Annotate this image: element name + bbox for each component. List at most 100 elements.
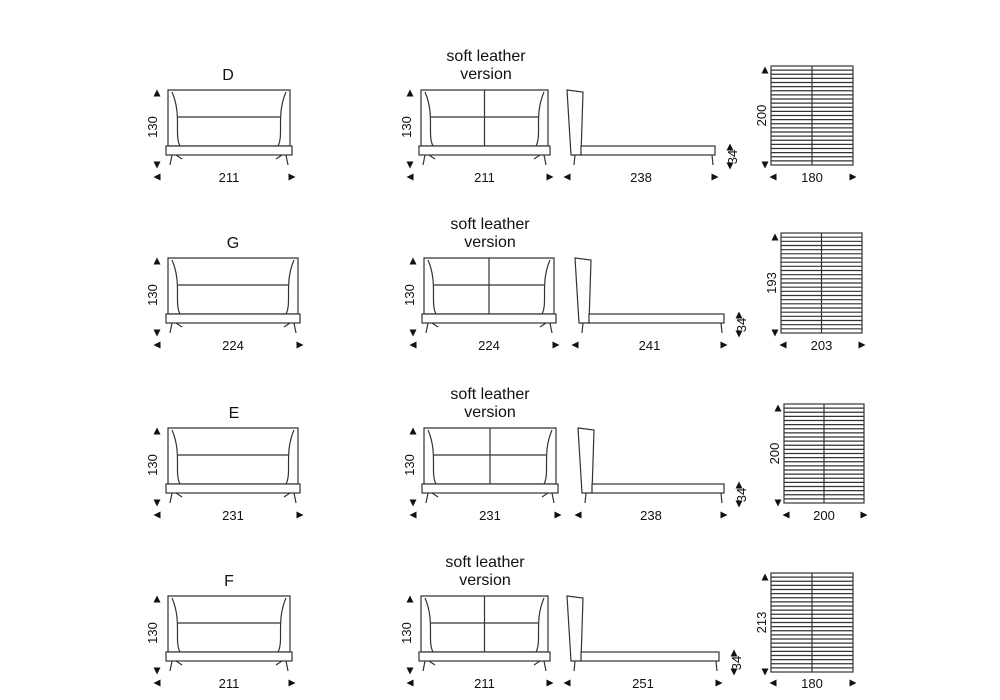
slat-width-dimension: 200	[813, 508, 835, 523]
wing-left	[424, 91, 434, 147]
dimension-arrow-icon	[771, 233, 779, 241]
wing-right	[541, 259, 551, 315]
height-dimension: 130	[402, 454, 417, 476]
bed-frame	[421, 483, 559, 494]
dimension-arrow-icon	[406, 161, 414, 169]
bed-frame	[421, 313, 557, 324]
frame-height-dimension: 34	[725, 150, 740, 164]
dimension-arrow-icon	[849, 173, 857, 181]
dimension-arrow-icon	[409, 341, 417, 349]
dimension-arrow-icon	[730, 649, 738, 657]
legs	[425, 322, 553, 334]
dimension-arrow-icon	[735, 481, 743, 489]
wing-right	[277, 597, 287, 653]
slat-width-dimension: 180	[801, 170, 823, 185]
dimension-arrow-icon	[406, 173, 414, 181]
dimension-arrow-icon	[726, 162, 734, 170]
dimension-arrow-icon	[153, 427, 161, 435]
dimension-arrow-icon	[153, 89, 161, 97]
width-dimension: 211	[219, 676, 240, 691]
headboard-side	[566, 595, 584, 662]
dimension-arrow-icon	[288, 173, 296, 181]
legs	[422, 660, 547, 672]
dimension-arrow-icon	[771, 329, 779, 337]
dimension-arrow-icon	[153, 511, 161, 519]
dimension-arrow-icon	[711, 173, 719, 181]
dimension-arrow-icon	[761, 668, 769, 676]
slat-length-dimension: 200	[754, 105, 769, 127]
dimension-arrow-icon	[761, 161, 769, 169]
height-dimension: 130	[399, 622, 414, 644]
front-view	[153, 427, 304, 519]
dimension-arrow-icon	[409, 499, 417, 507]
version-title: version	[464, 234, 516, 251]
wing-right	[277, 91, 287, 147]
dimension-arrow-icon	[761, 66, 769, 74]
legs	[584, 492, 723, 504]
legs	[422, 154, 547, 166]
wing-right	[535, 91, 545, 147]
model-label: F	[224, 573, 234, 590]
front-view	[153, 89, 296, 181]
dimension-arrow-icon	[153, 341, 161, 349]
frame-height-dimension: 34	[729, 656, 744, 670]
dimension-arrow-icon	[409, 329, 417, 337]
dimension-arrow-icon	[774, 404, 782, 412]
dimension-arrow-icon	[571, 341, 579, 349]
dimension-arrow-icon	[720, 341, 728, 349]
bed-frame	[165, 145, 293, 156]
wing-left	[427, 259, 437, 315]
dimension-arrow-icon	[769, 679, 777, 687]
width-dimension: 231	[479, 508, 501, 523]
length-dimension: 241	[639, 338, 661, 353]
dimension-arrow-icon	[720, 511, 728, 519]
dimension-arrow-icon	[858, 341, 866, 349]
headboard	[167, 427, 299, 485]
width-dimension: 224	[478, 338, 500, 353]
dimension-arrow-icon	[563, 679, 571, 687]
dimension-arrow-icon	[406, 667, 414, 675]
slat-base: 200 180	[754, 65, 857, 185]
width-dimension: 211	[219, 170, 240, 185]
dimension-arrow-icon	[406, 89, 414, 97]
width-dimension: 211	[474, 676, 495, 691]
dimension-arrow-icon	[406, 595, 414, 603]
frame-height-dimension: 34	[734, 488, 749, 502]
headboard-side	[574, 257, 592, 324]
dimension-arrow-icon	[715, 679, 723, 687]
dimension-arrow-icon	[153, 257, 161, 265]
version-title: soft leather	[450, 216, 530, 233]
bed-frame-side	[591, 483, 725, 494]
dimension-arrow-icon	[153, 329, 161, 337]
legs	[425, 492, 555, 504]
width-dimension: 231	[222, 508, 244, 523]
height-dimension: 130	[145, 454, 160, 476]
bed-frame-side	[588, 313, 725, 324]
dimension-arrow-icon	[552, 341, 560, 349]
dimension-arrow-icon	[860, 511, 868, 519]
legs	[573, 660, 718, 672]
dimension-arrow-icon	[769, 173, 777, 181]
dimension-arrow-icon	[735, 500, 743, 508]
dimension-arrow-icon	[153, 595, 161, 603]
wing-left	[171, 91, 181, 147]
dimension-arrow-icon	[296, 511, 304, 519]
front-view	[153, 595, 296, 687]
bed-frame	[165, 313, 301, 324]
soft-leather-front-view	[409, 257, 560, 349]
height-dimension: 130	[399, 116, 414, 138]
width-dimension: 211	[474, 170, 495, 185]
slat-width-dimension: 203	[811, 338, 833, 353]
dimension-arrow-icon	[546, 173, 554, 181]
version-title: soft leather	[445, 554, 525, 571]
dimension-arrow-icon	[153, 161, 161, 169]
dimension-arrow-icon	[288, 679, 296, 687]
headboard	[167, 89, 291, 147]
bed-frame	[418, 145, 551, 156]
